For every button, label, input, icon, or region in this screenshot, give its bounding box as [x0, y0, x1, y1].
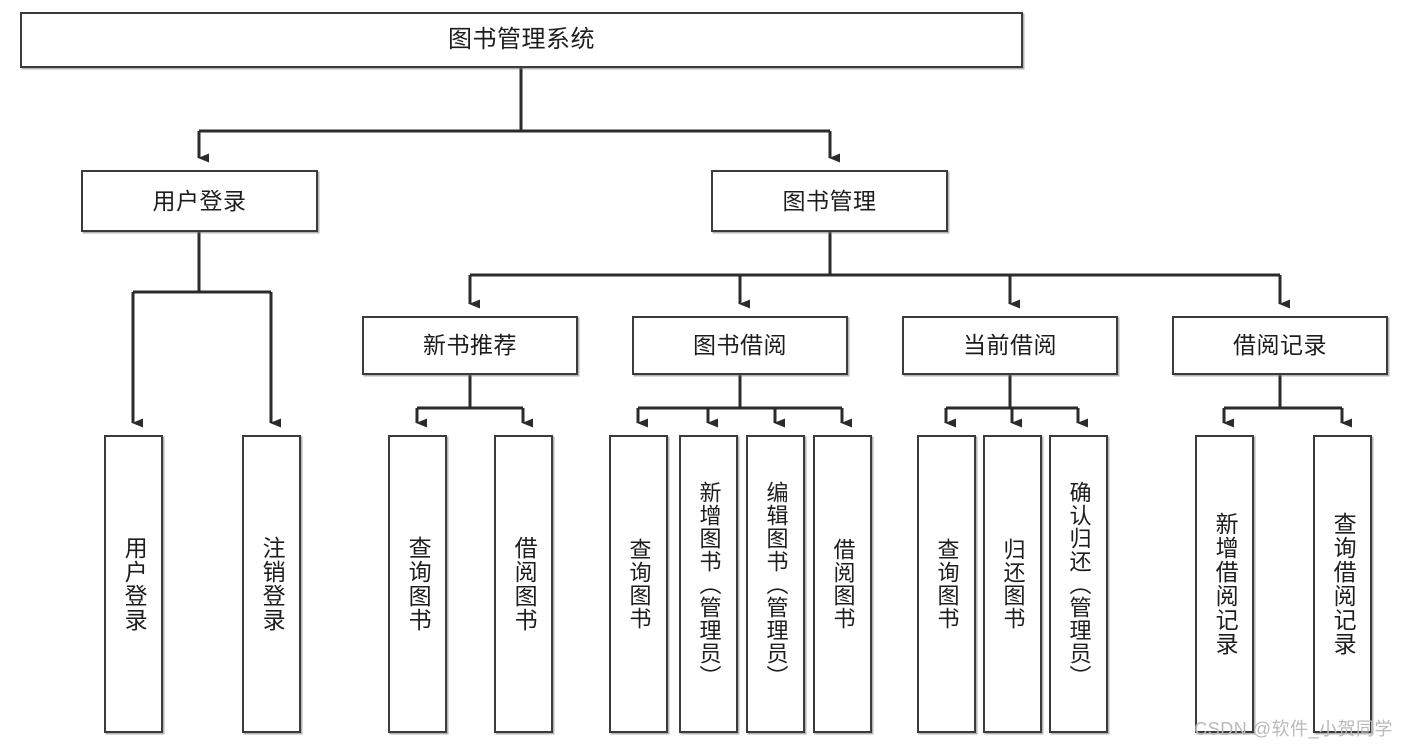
- node-book-borrow[interactable]: 图书借阅: [632, 316, 848, 375]
- node-label: 图书借阅: [693, 332, 787, 359]
- leaf-label: 编辑图书（管理员）: [763, 480, 789, 688]
- node-label: 图书管理: [782, 187, 877, 214]
- leaf-label: 借阅图书: [830, 538, 856, 630]
- leaf-logout-login[interactable]: 注销登录: [242, 435, 301, 733]
- leaf-label: 新增借阅记录: [1212, 512, 1239, 656]
- leaf-query-borrow-record[interactable]: 查询借阅记录: [1313, 435, 1372, 733]
- node-label: 图书管理系统: [448, 26, 595, 54]
- leaf-borrow-book-recommend[interactable]: 借阅图书: [494, 435, 553, 733]
- leaf-borrow-book-borrow[interactable]: 借阅图书: [813, 435, 872, 733]
- node-book-management[interactable]: 图书管理: [711, 170, 948, 232]
- node-label: 新书推荐: [423, 332, 517, 359]
- leaf-confirm-return[interactable]: 确认归还（管理员）: [1049, 435, 1108, 733]
- leaf-return-book[interactable]: 归还图书: [983, 435, 1042, 733]
- leaf-label: 确认归还（管理员）: [1066, 480, 1092, 688]
- leaf-query-book-current[interactable]: 查询图书: [917, 435, 976, 733]
- leaf-label: 借阅图书: [511, 536, 538, 632]
- leaf-query-book-recommend[interactable]: 查询图书: [388, 435, 447, 733]
- node-label: 用户登录: [152, 187, 247, 214]
- leaf-query-book-borrow[interactable]: 查询图书: [609, 435, 668, 733]
- leaf-edit-book[interactable]: 编辑图书（管理员）: [746, 435, 805, 733]
- node-book-management-system[interactable]: 图书管理系统: [20, 12, 1023, 68]
- leaf-label: 查询图书: [626, 538, 652, 630]
- node-new-book-recommend[interactable]: 新书推荐: [362, 316, 578, 375]
- leaf-label: 新增图书（管理员）: [696, 480, 722, 688]
- leaf-label: 归还图书: [1000, 538, 1026, 630]
- leaf-user-login[interactable]: 用户登录: [104, 435, 163, 733]
- node-label: 借阅记录: [1233, 332, 1327, 359]
- leaf-label: 查询图书: [405, 536, 432, 632]
- node-borrow-record[interactable]: 借阅记录: [1172, 316, 1388, 375]
- leaf-label: 查询图书: [934, 538, 960, 630]
- leaf-add-borrow-record[interactable]: 新增借阅记录: [1195, 435, 1254, 733]
- leaf-label: 用户登录: [121, 536, 148, 632]
- node-label: 当前借阅: [963, 332, 1057, 359]
- node-current-borrow[interactable]: 当前借阅: [902, 316, 1118, 375]
- leaf-add-book[interactable]: 新增图书（管理员）: [679, 435, 738, 733]
- node-user-login[interactable]: 用户登录: [81, 170, 318, 232]
- leaf-label: 查询借阅记录: [1330, 512, 1357, 656]
- leaf-label: 注销登录: [259, 536, 286, 632]
